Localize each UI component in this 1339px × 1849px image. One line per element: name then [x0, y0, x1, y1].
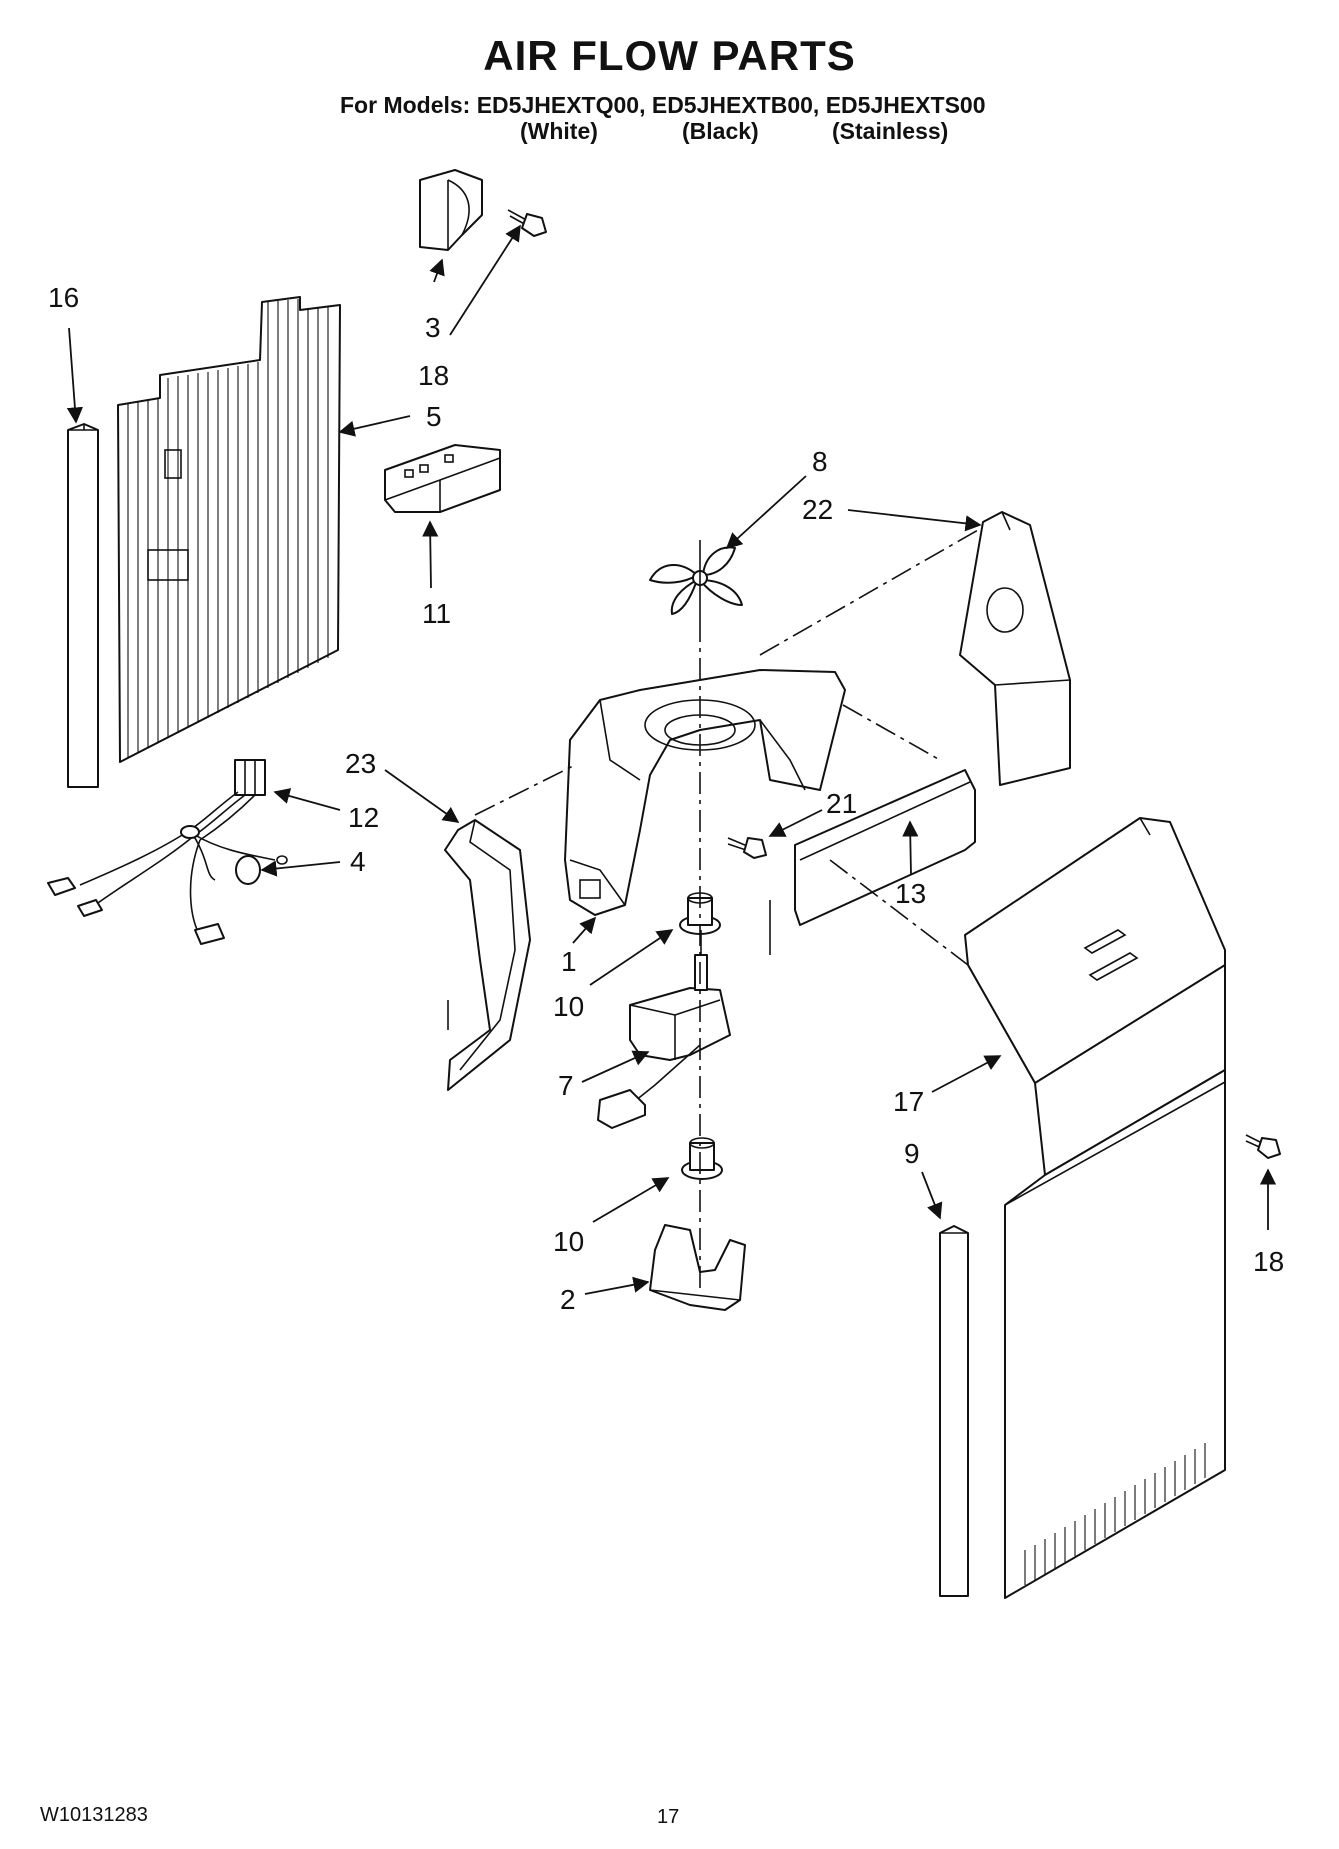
callout-11: 11 [422, 598, 452, 629]
callout-7: 7 [558, 1070, 574, 1101]
part-21-screw [727, 837, 767, 859]
page-title: AIR FLOW PARTS [483, 32, 856, 79]
part-18-screw-top [507, 209, 547, 237]
variant-stainless: (Stainless) [832, 118, 949, 144]
callout-9: 9 [904, 1138, 920, 1169]
callout-16: 16 [48, 282, 80, 313]
callout-1: 1 [561, 946, 577, 977]
leader-arrows [66, 224, 1277, 1295]
part-18-screw-lower [1245, 1134, 1281, 1159]
callout-10-lower: 10 [553, 1226, 585, 1257]
variant-black: (Black) [682, 118, 759, 144]
part-22-side-panel [959, 511, 1071, 786]
part-8-fan-blade [649, 546, 743, 615]
callout-21: 21 [826, 788, 858, 819]
callout-3: 3 [425, 312, 441, 343]
part-1-fan-housing [564, 669, 846, 916]
part-12-wire-harness [47, 759, 288, 945]
callout-10-upper: 10 [553, 991, 585, 1022]
callout-12: 12 [348, 802, 380, 833]
callout-22: 22 [802, 494, 834, 525]
part-23-side-panel [444, 819, 531, 1091]
part-2-motor-bracket [649, 1224, 746, 1311]
part-16-seal-strip [67, 423, 99, 788]
part-5-ribbed-panel [117, 296, 341, 763]
callout-13: 13 [895, 878, 927, 909]
part-11-vent-duct [384, 444, 501, 513]
callout-8: 8 [812, 446, 828, 477]
callout-4: 4 [350, 846, 366, 877]
part-9-seal-strip [939, 1225, 969, 1597]
part-17-duct-cover [964, 817, 1226, 1599]
callout-2: 2 [560, 1284, 576, 1315]
alignment-lines [474, 529, 979, 1290]
page-number: 17 [657, 1806, 680, 1828]
part-3-bracket [419, 169, 483, 251]
callout-18-lower: 18 [1253, 1246, 1285, 1277]
callout-17: 17 [893, 1086, 925, 1117]
document-number: W10131283 [40, 1804, 148, 1826]
callout-18-top: 18 [418, 360, 450, 391]
models-line: For Models: ED5JHEXTQ00, ED5JHEXTB00, ED… [340, 92, 986, 118]
variant-white: (White) [520, 118, 598, 144]
callout-5: 5 [426, 401, 442, 432]
part-10-grommet-lower [681, 1137, 723, 1180]
part-7-fan-motor [597, 930, 731, 1129]
part-13-bracket [769, 769, 976, 955]
callout-23: 23 [345, 748, 377, 779]
